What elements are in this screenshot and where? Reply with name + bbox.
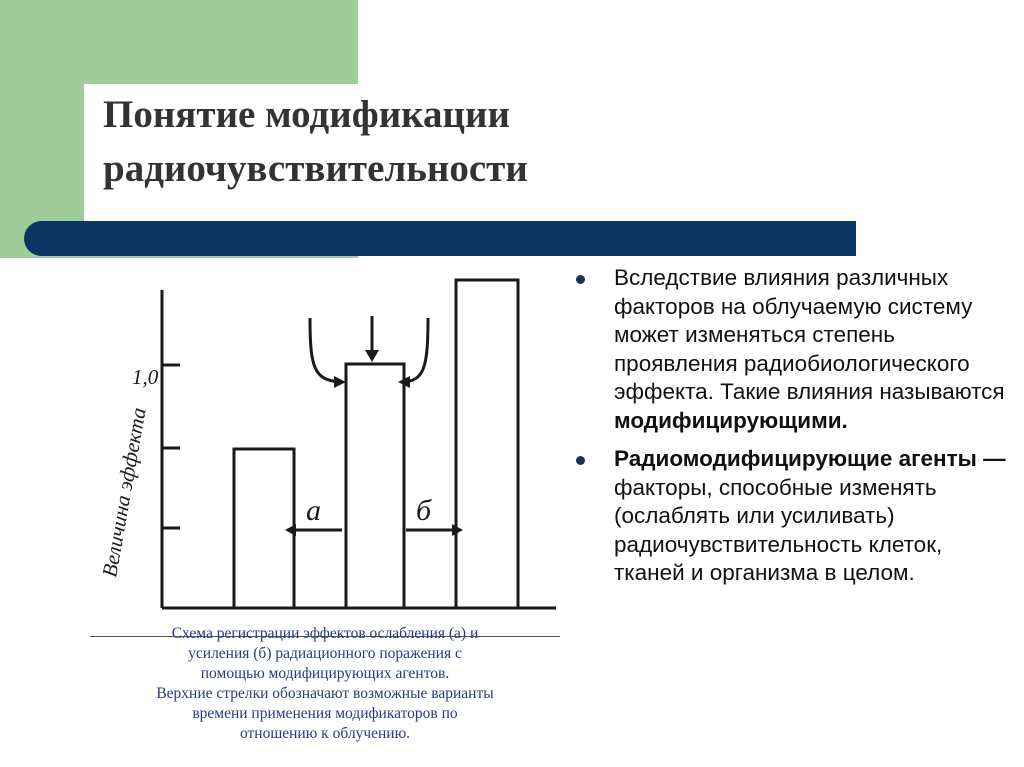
modification-diagram: Величина эффекта 1,0 а б	[97, 278, 556, 610]
bullet-item-agents: Радиомодифицирующие агенты — факторы, сп…	[574, 445, 1014, 588]
caption-line-4: Верхние стрелки обозначают возможные вар…	[156, 685, 494, 702]
slide-title: Понятие модификации радиочувствительност…	[103, 88, 528, 196]
caption-line-1: Схема регистрации эффектов ослабления (а…	[171, 625, 479, 642]
arrow-a-head	[285, 524, 296, 536]
bar-enhanced	[454, 278, 520, 610]
bullet-list: Вследствие влияния различных факторов на…	[574, 264, 1014, 598]
bullet-dot-icon	[576, 456, 585, 465]
bullet-bold-term: Радиомодифицирующие агенты —	[614, 446, 1006, 471]
caption-line-6: отношению к облучению.	[239, 725, 411, 742]
bar-control	[232, 447, 296, 610]
bullet-dot-icon	[576, 275, 585, 284]
figure-caption: Схема регистрации эффектов ослабления (а…	[90, 624, 560, 744]
slide-title-line-2: радиочувствительности	[103, 147, 528, 190]
caption-line-5: времени применения модификаторов по	[192, 705, 458, 722]
bar-weakened	[344, 362, 406, 610]
bracket-arrow-left	[334, 376, 346, 388]
arrow-b-label: б	[416, 494, 432, 527]
slide-title-line-1: Понятие модификации	[103, 93, 510, 136]
title-panel	[84, 84, 1024, 234]
y-tick-label: 1,0	[132, 365, 159, 389]
bullet-bold-term: модифицирующими.	[614, 407, 848, 433]
bullet-text: факторы, способные изменять (ослаблять и…	[614, 474, 943, 586]
bullet-item-modification: Вследствие влияния различных факторов на…	[574, 264, 1014, 435]
caption-rule	[90, 636, 560, 637]
arrow-b-head	[452, 524, 463, 536]
y-axis-label: Величина эффекта	[97, 406, 150, 579]
top-arrow-head	[365, 350, 379, 362]
title-divider-bar	[24, 221, 856, 256]
arrow-a-label: а	[306, 494, 321, 527]
bullet-text: Вследствие влияния различных факторов на…	[614, 265, 1005, 404]
caption-line-2: усиления (б) радиационного поражения с	[188, 645, 462, 662]
caption-line-3: помощью модифицирующих агентов.	[200, 665, 450, 682]
bracket-arrow-right	[398, 376, 410, 388]
